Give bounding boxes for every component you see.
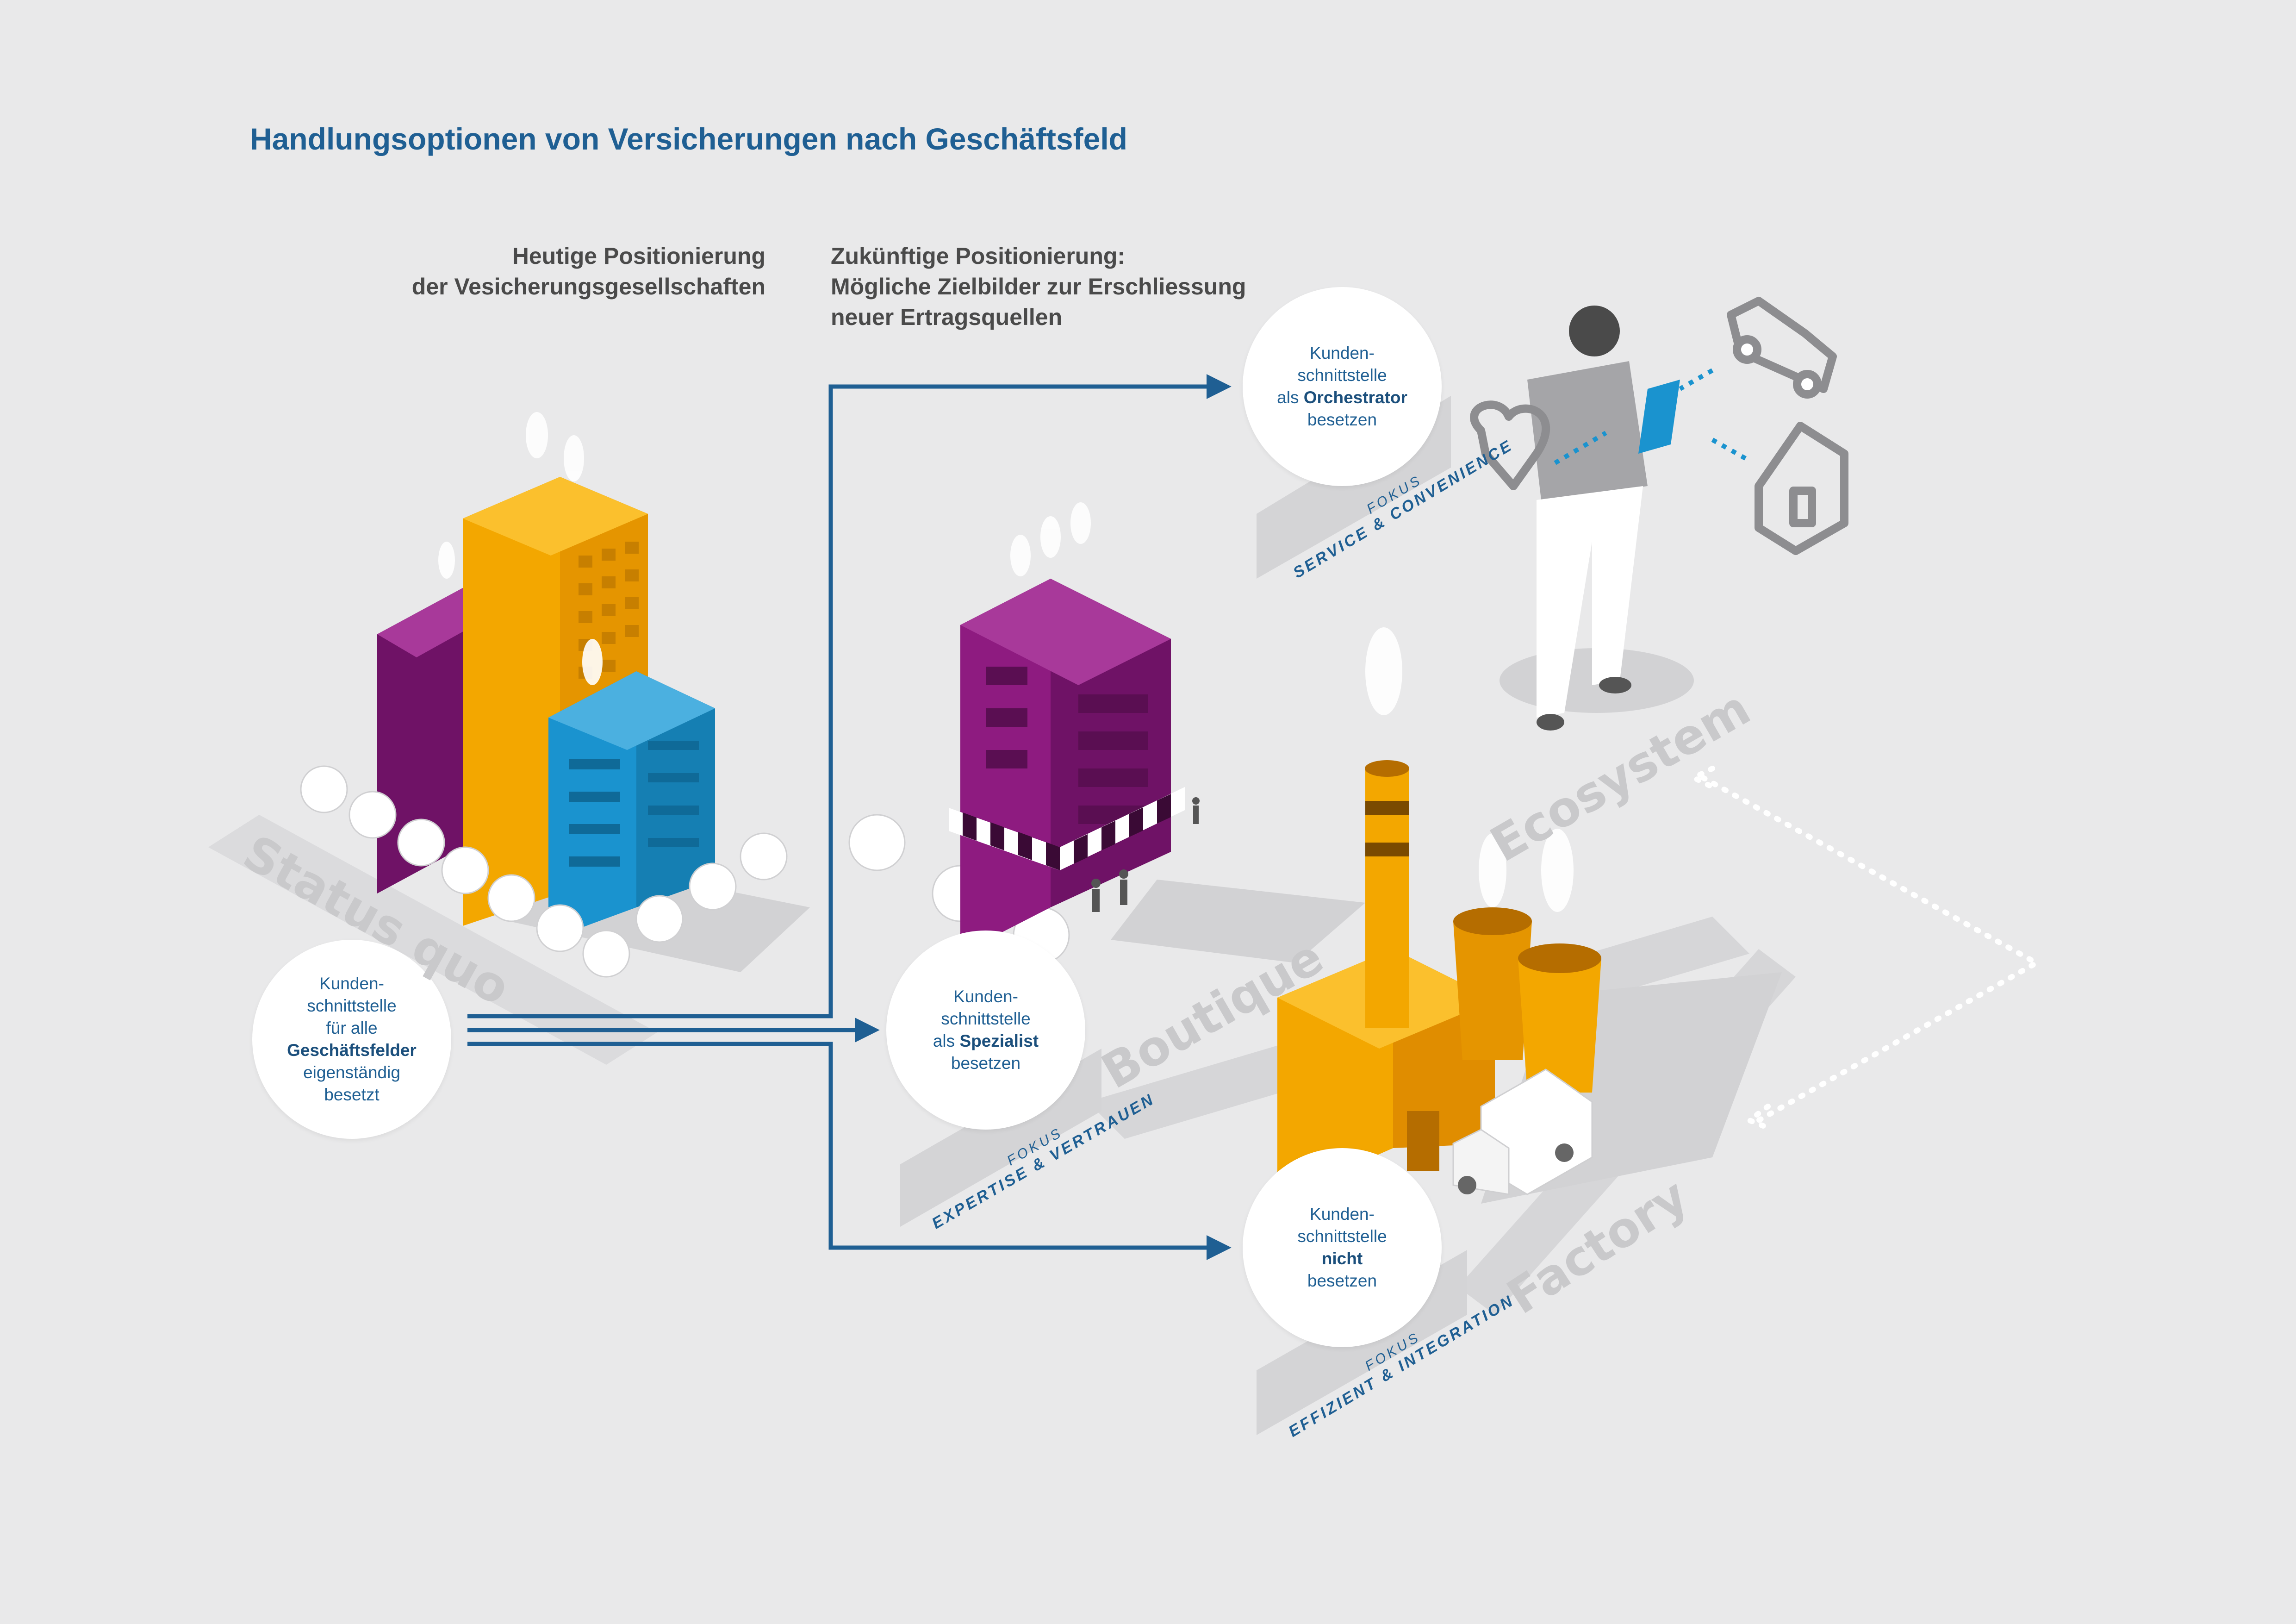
circle-orchestrator-line-1: Kunden- bbox=[1310, 344, 1375, 362]
circle-status-quo-line-1: Kunden- bbox=[319, 974, 384, 993]
circle-factory: Kunden- schnittstelle nicht besetzen bbox=[1243, 1148, 1442, 1347]
subheading-future-line-3: neuer Ertragsquellen bbox=[831, 304, 1063, 330]
person-icon bbox=[1527, 306, 1648, 731]
circle-orchestrator-line-4: besetzen bbox=[1307, 410, 1377, 429]
circle-factory-bold: nicht bbox=[1321, 1249, 1363, 1268]
circle-spezialist-prefix: als bbox=[933, 1031, 960, 1050]
factory-icon bbox=[1277, 627, 1601, 1199]
subheading-today: Heutige Positionierung der Vesicherungsg… bbox=[412, 241, 765, 302]
cycle-arrow bbox=[1687, 766, 2042, 1132]
arrow-to-factory bbox=[467, 1042, 1232, 1260]
circle-spezialist-line-4: besetzen bbox=[951, 1054, 1021, 1073]
arrow-to-orchestrator bbox=[467, 374, 1232, 1018]
street-status-quo bbox=[208, 815, 657, 1065]
office-towers-icon bbox=[377, 412, 715, 940]
circle-orchestrator: Kunden- schnittstelle als Orchestrator b… bbox=[1243, 287, 1442, 486]
circle-spezialist-line-1: Kunden- bbox=[953, 987, 1018, 1006]
circle-orchestrator-bold: Orchestrator bbox=[1303, 388, 1407, 407]
circle-status-quo-line-5: eigenständig bbox=[303, 1063, 400, 1082]
circle-status-quo-line-3: für alle bbox=[326, 1018, 378, 1037]
subheading-today-line-1: Heutige Positionierung bbox=[512, 243, 765, 269]
circle-spezialist-line-2: schnittstelle bbox=[941, 1009, 1031, 1028]
shop-building-icon bbox=[949, 502, 1200, 954]
car-icon bbox=[1727, 297, 1837, 399]
truck-icon bbox=[1452, 1068, 1593, 1195]
data-flow-arrows bbox=[1554, 368, 1751, 465]
house-icon bbox=[1755, 422, 1848, 555]
circle-status-quo-line-2: schnittstelle bbox=[307, 996, 397, 1015]
circle-status-quo-line-6: besetzt bbox=[324, 1085, 380, 1104]
circle-factory-line-4: besetzen bbox=[1307, 1271, 1377, 1290]
subheading-future: Zukünftige Positionierung: Mögliche Ziel… bbox=[831, 241, 1246, 332]
transition-arrows bbox=[467, 374, 1232, 1260]
circle-factory-line-2: schnittstelle bbox=[1297, 1227, 1387, 1246]
subheading-future-line-2: Mögliche Zielbilder zur Erschliessung bbox=[831, 274, 1246, 300]
circle-status-quo: Kunden- schnittstelle für alle Geschäfts… bbox=[252, 940, 451, 1139]
circle-status-quo-bold: Geschäftsfelder bbox=[287, 1041, 417, 1060]
subheading-today-line-2: der Vesicherungsgesellschaften bbox=[411, 274, 765, 300]
page-title: Handlungsoptionen von Versicherungen nac… bbox=[250, 122, 1127, 156]
tablet-icon bbox=[1638, 380, 1680, 454]
circle-spezialist: Kunden- schnittstelle als Spezialist bes… bbox=[886, 931, 1085, 1130]
circle-factory-line-1: Kunden- bbox=[1310, 1205, 1375, 1224]
circle-orchestrator-line-2: schnittstelle bbox=[1297, 366, 1387, 385]
heart-hand-icon bbox=[1470, 400, 1550, 490]
circle-spezialist-bold: Spezialist bbox=[959, 1031, 1039, 1050]
subheading-future-line-1: Zukünftige Positionierung: bbox=[831, 243, 1126, 269]
circle-orchestrator-prefix: als bbox=[1277, 388, 1304, 407]
